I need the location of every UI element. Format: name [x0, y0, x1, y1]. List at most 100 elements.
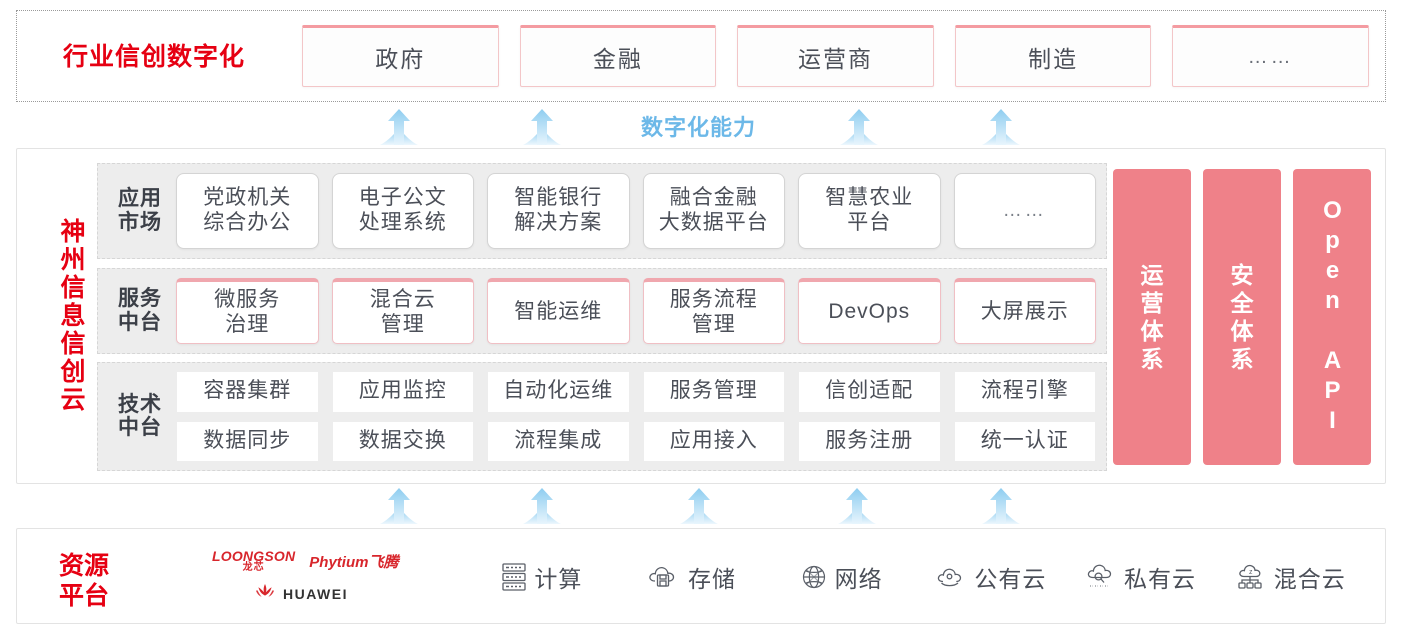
capability-label: 数字化能力 — [641, 115, 757, 140]
row-label-line: 中台 — [118, 416, 162, 440]
cloud-title-char: 云 — [60, 386, 86, 414]
row-label-app-market: 应用 市场 — [112, 187, 168, 235]
resource-item-label: 私有云 — [1124, 566, 1197, 592]
app-cell-smart-bank[interactable]: 智能银行解决方案 — [487, 173, 630, 249]
resource-item-compute[interactable]: 计算 — [467, 560, 617, 594]
tech-cell-service-mgmt[interactable]: 服务管理 — [642, 371, 785, 413]
vendor-logo-group: LOONGSON 龙芯 Phytium飞腾 HUAWEI — [212, 545, 442, 609]
tech-cell-container-cluster[interactable]: 容器集群 — [176, 371, 319, 413]
tech-cell-app-access[interactable]: 应用接入 — [642, 420, 785, 462]
row-label-line: 技术 — [118, 392, 162, 416]
cell-line: 服务流程 — [669, 287, 758, 311]
pillar-operations-system[interactable]: 运 营 体 系 — [1113, 169, 1191, 465]
cell-line: 混合云 — [369, 287, 436, 311]
up-arrow-icon — [378, 487, 420, 525]
tech-cell-automated-ops[interactable]: 自动化运维 — [487, 371, 630, 413]
industry-cell-operator[interactable]: 运营商 — [737, 25, 934, 87]
cloud-title-char: 息 — [60, 302, 86, 330]
tech-cell-process-engine[interactable]: 流程引擎 — [953, 371, 1096, 413]
tech-row-2: 数据同步 数据交换 流程集成 应用接入 服务注册 统一认证 — [176, 420, 1096, 462]
resource-item-label: 公有云 — [974, 566, 1047, 592]
up-arrow-icon — [980, 487, 1022, 525]
industry-cell-manufacturing[interactable]: 制造 — [954, 25, 1152, 87]
phytium-logo: Phytium飞腾 — [309, 553, 399, 571]
industry-cell-more[interactable]: …… — [1172, 25, 1369, 87]
resource-item-public-cloud[interactable]: 公有云 — [916, 560, 1066, 594]
up-arrow-icon — [521, 487, 563, 525]
cloud-title-char: 州 — [60, 246, 86, 274]
pillar-char: 营 — [1140, 289, 1164, 316]
service-cell-process-mgmt[interactable]: 服务流程管理 — [642, 278, 785, 344]
cloud-storage-icon — [647, 563, 681, 591]
cloud-title-char: 创 — [60, 358, 86, 386]
cloud-platform-band: 神 州 信 息 信 创 云 应用 市场 党政机关综合办公 电子公文处 — [16, 148, 1386, 484]
app-cell-more[interactable]: …… — [953, 173, 1096, 249]
service-cell-smart-ops[interactable]: 智能运维 — [487, 278, 630, 344]
tech-cell-process-integration[interactable]: 流程集成 — [487, 420, 630, 462]
tech-row-1: 容器集群 应用监控 自动化运维 服务管理 信创适配 流程引擎 — [176, 371, 1096, 413]
industry-title: 行业信创数字化 — [63, 43, 246, 71]
tech-cell-app-monitoring[interactable]: 应用监控 — [331, 371, 474, 413]
cloud-platform-title: 神 州 信 息 信 创 云 — [50, 161, 96, 471]
cloud-rows-area: 应用 市场 党政机关综合办公 电子公文处理系统 智能银行解决方案 融合金融大数据… — [97, 163, 1107, 471]
loongson-logo: LOONGSON 龙芯 — [212, 549, 295, 573]
cell-line: 微服务 — [214, 287, 281, 311]
huawei-flower-icon — [254, 583, 276, 604]
cell-line: 解决方案 — [514, 211, 603, 234]
up-arrow-icon — [980, 108, 1022, 146]
resource-item-label: 计算 — [534, 566, 583, 592]
row-label-line: 市场 — [118, 211, 162, 234]
row-label-line: 中台 — [118, 311, 162, 334]
industry-cell-finance[interactable]: 金融 — [519, 25, 717, 87]
server-icon — [501, 562, 527, 592]
cell-line: 智慧农业 — [825, 186, 914, 210]
pillar-char: 全 — [1230, 289, 1254, 316]
app-cell-smart-agriculture[interactable]: 智慧农业平台 — [798, 173, 941, 249]
resource-item-label: 网络 — [834, 566, 883, 592]
resource-item-storage[interactable]: 存储 — [617, 560, 767, 594]
pillar-label: Open API — [1319, 197, 1346, 437]
app-cell-government-office[interactable]: 党政机关综合办公 — [176, 173, 319, 249]
row-label-tech: 技术 中台 — [112, 393, 168, 441]
tech-cell-data-sync[interactable]: 数据同步 — [176, 420, 319, 462]
cell-line: 管理 — [691, 312, 736, 336]
service-cell-hybrid-cloud-mgmt[interactable]: 混合云管理 — [331, 278, 474, 344]
resource-item-list: 计算 存储 — [467, 529, 1365, 625]
tech-cell-data-exchange[interactable]: 数据交换 — [331, 420, 474, 462]
huawei-logo-text: HUAWEI — [283, 585, 348, 602]
up-arrow-icon — [378, 108, 420, 146]
pillar-open-api[interactable]: Open API — [1293, 169, 1371, 465]
up-arrow-icon — [678, 487, 720, 525]
up-arrow-icon — [838, 108, 880, 146]
cell-line: 管理 — [380, 312, 425, 336]
loongson-logo-cn: 龙芯 — [242, 562, 265, 573]
pillar-security-system[interactable]: 安 全 体 系 — [1203, 169, 1281, 465]
tech-cells: 容器集群 应用监控 自动化运维 服务管理 信创适配 流程引擎 数据同步 数据交换… — [176, 371, 1096, 462]
row-tech-middle-platform: 技术 中台 容器集群 应用监控 自动化运维 服务管理 信创适配 流程引擎 数据同… — [97, 362, 1107, 471]
resource-item-label: 混合云 — [1273, 566, 1346, 592]
tech-cell-xinchuang-adaptation[interactable]: 信创适配 — [798, 371, 941, 413]
industry-band: 行业信创数字化 政府 金融 运营商 制造 …… — [16, 10, 1386, 102]
cell-line: 融合金融 — [669, 186, 758, 210]
tech-cell-service-registry[interactable]: 服务注册 — [798, 420, 941, 462]
loongson-logo-en: LOONGSON — [212, 548, 296, 564]
app-cell-edoc-system[interactable]: 电子公文处理系统 — [331, 173, 474, 249]
app-cell-finance-bigdata[interactable]: 融合金融大数据平台 — [642, 173, 785, 249]
industry-cell-government[interactable]: 政府 — [302, 25, 499, 87]
service-cell-devops[interactable]: DevOps — [798, 278, 941, 344]
up-arrow-icon — [836, 487, 878, 525]
app-market-cells: 党政机关综合办公 电子公文处理系统 智能银行解决方案 融合金融大数据平台 智慧农… — [176, 173, 1096, 249]
pillar-char: 安 — [1230, 261, 1254, 288]
resource-item-hybrid-cloud[interactable]: z 混合云 — [1215, 560, 1365, 594]
resource-item-label: 存储 — [688, 566, 736, 592]
tech-cell-unified-auth[interactable]: 统一认证 — [953, 420, 1096, 462]
row-service-middle-platform: 服务 中台 微服务治理 混合云管理 智能运维 服务流程管理 DevOps 大屏展 — [97, 268, 1107, 354]
pillar-char: 体 — [1230, 318, 1254, 344]
resource-title-line: 平台 — [59, 582, 110, 610]
resource-item-network[interactable]: 网络 — [766, 560, 916, 594]
pillar-label: 运 营 体 系 — [1141, 261, 1164, 373]
resource-item-private-cloud[interactable]: 私有云 — [1066, 560, 1216, 594]
service-cell-microservice-governance[interactable]: 微服务治理 — [176, 278, 319, 344]
pillar-label: 安 全 体 系 — [1231, 261, 1254, 373]
service-cell-large-screen[interactable]: 大屏展示 — [953, 278, 1096, 344]
